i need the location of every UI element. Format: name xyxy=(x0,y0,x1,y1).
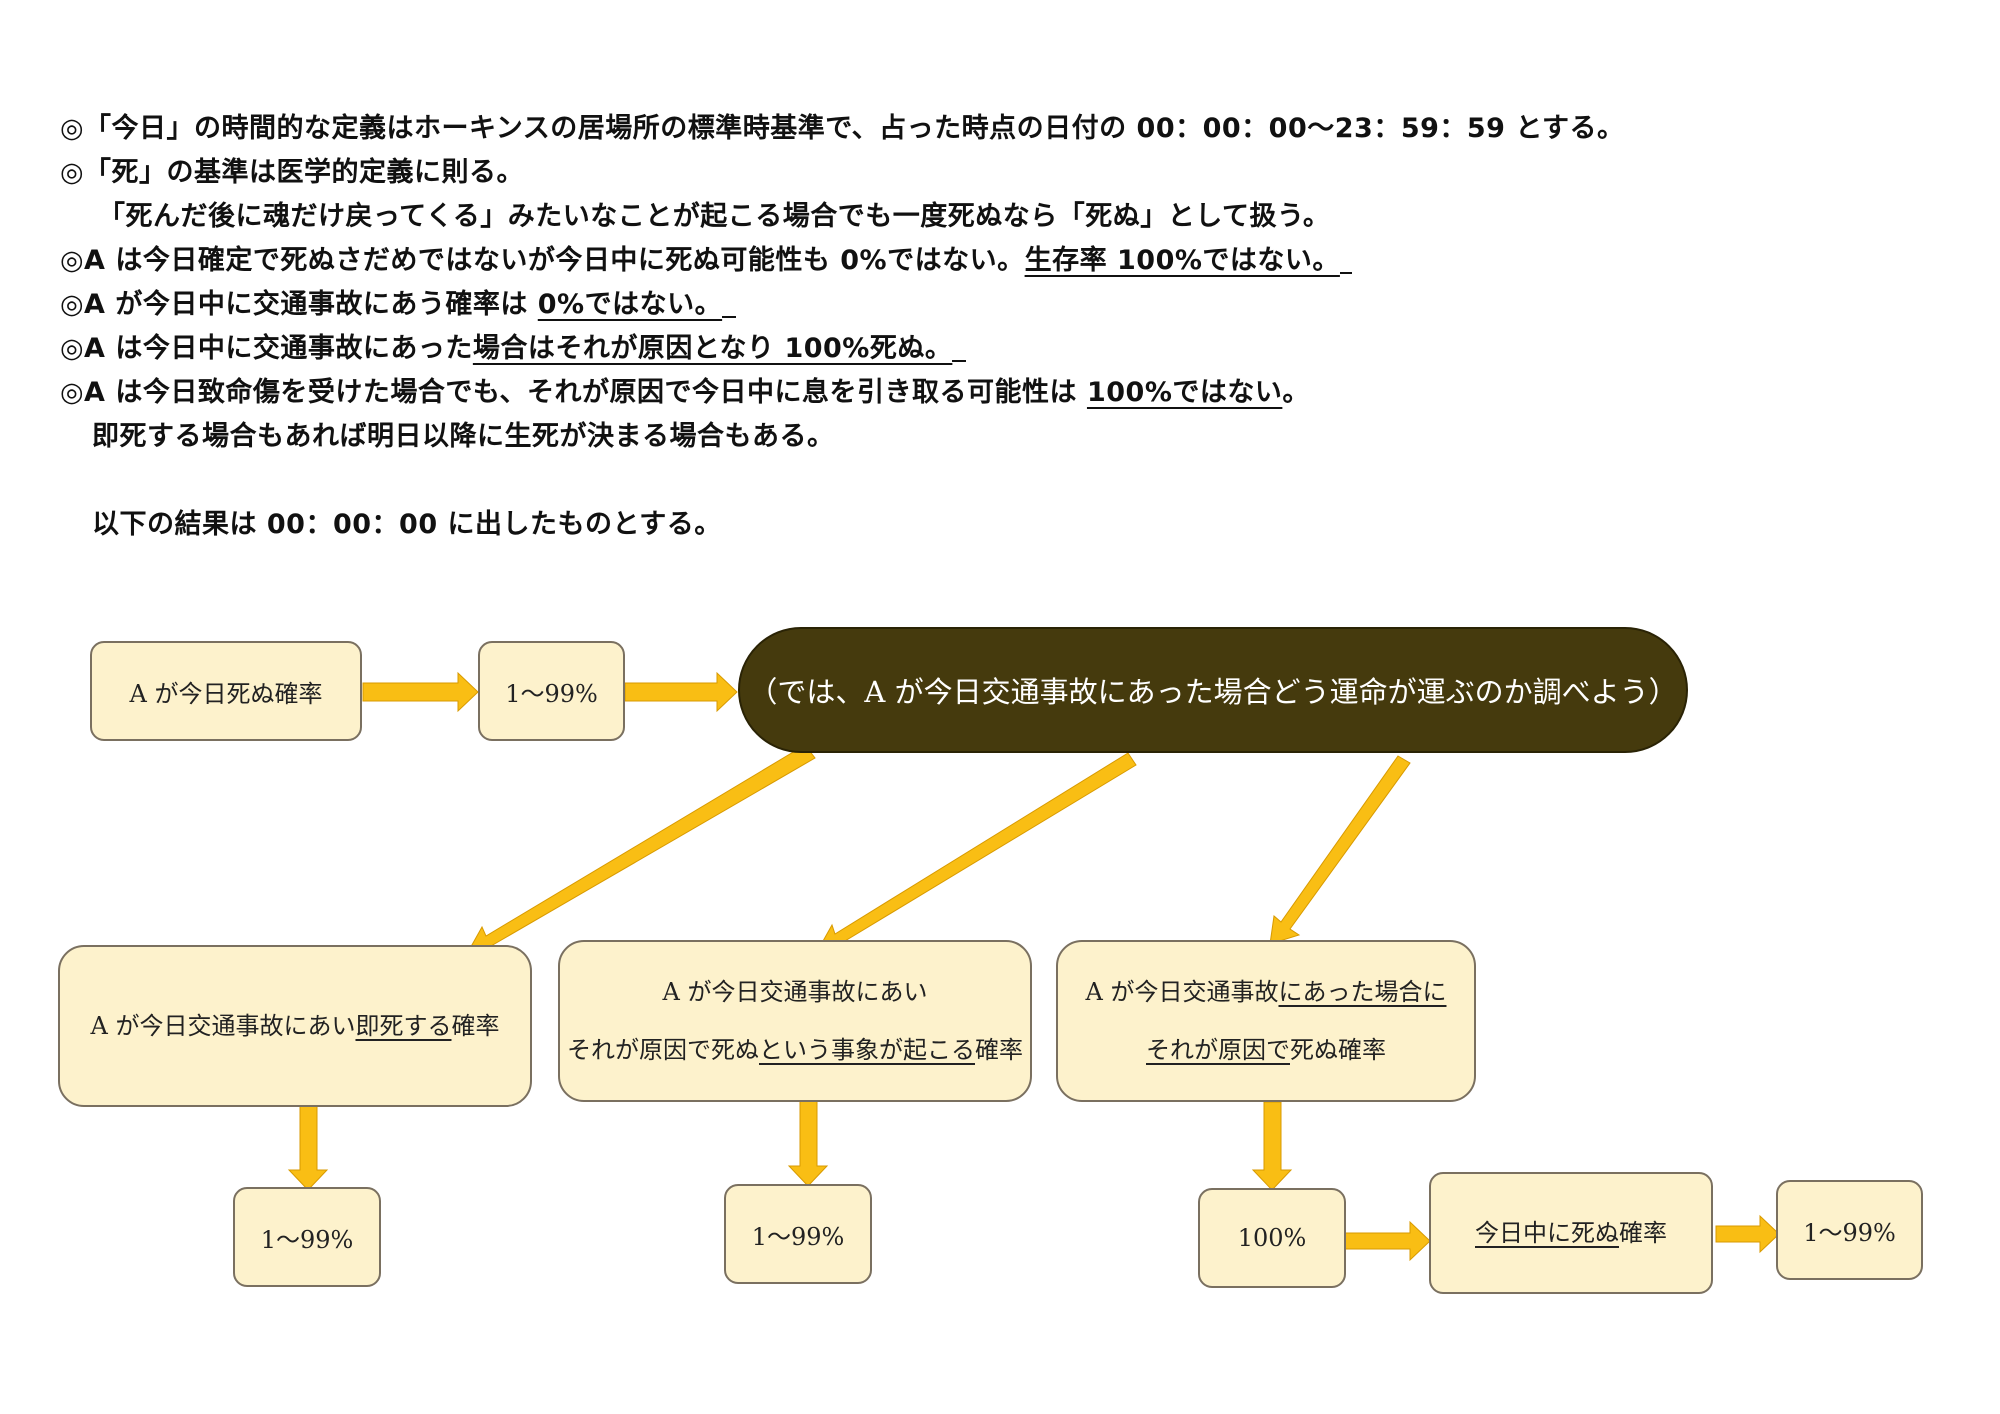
box4-text: 今日中に死ぬ確率 xyxy=(1475,1216,1667,1250)
note-line-1: ◎「今日」の時間的な定義はホーキンスの居場所の標準時基準で、占った時点の日付の … xyxy=(60,113,1625,144)
note-line-5-underlined: 0%ではない。 xyxy=(537,289,723,320)
box3-row-2: それが原因で死ぬ確率 xyxy=(1146,1033,1386,1067)
question-oval-text: （では、A が今日交通事故にあった場合どう運命が運ぶのか調べよう） xyxy=(748,675,1678,709)
box2-row2-post: 確率 xyxy=(975,1036,1023,1064)
box3-row-1: A が今日交通事故にあった場合に xyxy=(1086,975,1447,1009)
box1-post: 確率 xyxy=(451,1012,500,1040)
note-line-4-underlined: 生存率 100%ではない。 xyxy=(1024,245,1340,276)
note-line-6-underlined: 場合はそれが原因となり 100%死ぬ。 xyxy=(472,333,953,364)
note-line-3: 「死んだ後に魂だけ戻ってくる」みたいなことが起こる場合でも一度死ぬなら「死ぬ」と… xyxy=(98,201,1331,232)
note-line-8: 即死する場合もあれば明日以降に生死が決まる場合もある。 xyxy=(92,421,835,452)
start-value-box: 1〜99% xyxy=(478,641,625,741)
underline-tail xyxy=(952,332,967,362)
underline-tail xyxy=(1339,244,1352,274)
note-line-4-text: ◎A は今日確定で死ぬさだめではないが今日中に死ぬ可能性も 0%ではない。 xyxy=(60,245,1025,276)
question-oval: （では、A が今日交通事故にあった場合どう運命が運ぶのか調べよう） xyxy=(738,627,1688,753)
arrow-val3-to-box4 xyxy=(1344,1220,1431,1262)
note-line-6: ◎A は今日中に交通事故にあった場合はそれが原因となり 100%死ぬ。 xyxy=(60,332,967,366)
note-line-9: 以下の結果は 00：00：00 に出したものとする。 xyxy=(92,509,722,540)
arrow-box3-to-val3 xyxy=(1251,1101,1293,1191)
value-box-2: 1〜99% xyxy=(724,1184,872,1284)
box3-row1-pre: A が今日交通事故 xyxy=(1085,978,1279,1006)
arrow-oval-to-box3 xyxy=(1269,755,1411,945)
arrow-box4-to-val4 xyxy=(1715,1214,1780,1254)
box-death-today: 今日中に死ぬ確率 xyxy=(1429,1172,1713,1294)
box2-row-1: A が今日交通事故にあい xyxy=(662,978,928,1006)
box-immediate-death: A が今日交通事故にあい即死する確率 xyxy=(58,945,532,1107)
value-3: 100% xyxy=(1237,1224,1307,1252)
arrow-oval-to-box2 xyxy=(817,752,1137,954)
value-2: 1〜99% xyxy=(751,1222,845,1251)
arrow-box2-to-val2 xyxy=(787,1098,829,1187)
box2-row-2: それが原因で死ぬという事象が起こる確率 xyxy=(567,1033,1023,1067)
note-line-5: ◎A が今日中に交通事故にあう確率は 0%ではない。 xyxy=(60,288,737,322)
box3-row1-underlined: にあった場合に xyxy=(1278,978,1447,1006)
box4-underlined: 今日中に死ぬ xyxy=(1475,1219,1619,1247)
box3-row2-underlined: それが原因で xyxy=(1146,1036,1290,1064)
arrow-oval-to-box1 xyxy=(467,744,816,956)
underline-tail xyxy=(722,288,737,318)
value-box-1: 1〜99% xyxy=(233,1187,381,1287)
box1-pre: A が今日交通事故にあい xyxy=(90,1012,356,1040)
box1-underlined: 即死する xyxy=(355,1012,452,1040)
arrow-value-to-oval xyxy=(624,671,738,713)
box3-row2-post: 死ぬ確率 xyxy=(1290,1036,1386,1064)
box4-post: 確率 xyxy=(1619,1219,1667,1247)
start-box-label: A が今日死ぬ確率 xyxy=(129,679,323,708)
note-line-5-text: ◎A が今日中に交通事故にあう確率は xyxy=(60,289,538,320)
note-line-7-underlined: 100%ではない xyxy=(1086,377,1283,408)
arrow-box1-to-val1 xyxy=(287,1102,329,1191)
note-line-7-end: 。 xyxy=(1282,377,1310,408)
start-box: A が今日死ぬ確率 xyxy=(90,641,362,741)
value-1: 1〜99% xyxy=(260,1225,354,1254)
value-box-3: 100% xyxy=(1198,1188,1346,1288)
box-death-by-accident: A が今日交通事故にあい それが原因で死ぬという事象が起こる確率 xyxy=(558,940,1032,1102)
note-line-7-text: ◎A は今日致命傷を受けた場合でも、それが原因で今日中に息を引き取る可能性は xyxy=(60,377,1087,408)
value-box-4: 1〜99% xyxy=(1776,1180,1923,1280)
note-line-4: ◎A は今日確定で死ぬさだめではないが今日中に死ぬ可能性も 0%ではない。生存率… xyxy=(60,244,1352,278)
box2-row2-underlined: という事象が起こる xyxy=(759,1036,975,1064)
start-value: 1〜99% xyxy=(505,679,598,708)
box-accident-cause-death: A が今日交通事故にあった場合に それが原因で死ぬ確率 xyxy=(1056,940,1476,1102)
box1-text: A が今日交通事故にあい即死する確率 xyxy=(91,1009,500,1043)
box2-row2-pre: それが原因で死ぬ xyxy=(567,1036,759,1064)
value-4: 1〜99% xyxy=(1803,1218,1896,1247)
note-line-2: ◎「死」の基準は医学的定義に則る。 xyxy=(60,157,525,188)
note-line-6-text: ◎A は今日中に交通事故にあった xyxy=(60,333,473,364)
note-line-7: ◎A は今日致命傷を受けた場合でも、それが原因で今日中に息を引き取る可能性は 1… xyxy=(60,376,1310,410)
arrow-start-to-value xyxy=(362,671,479,713)
